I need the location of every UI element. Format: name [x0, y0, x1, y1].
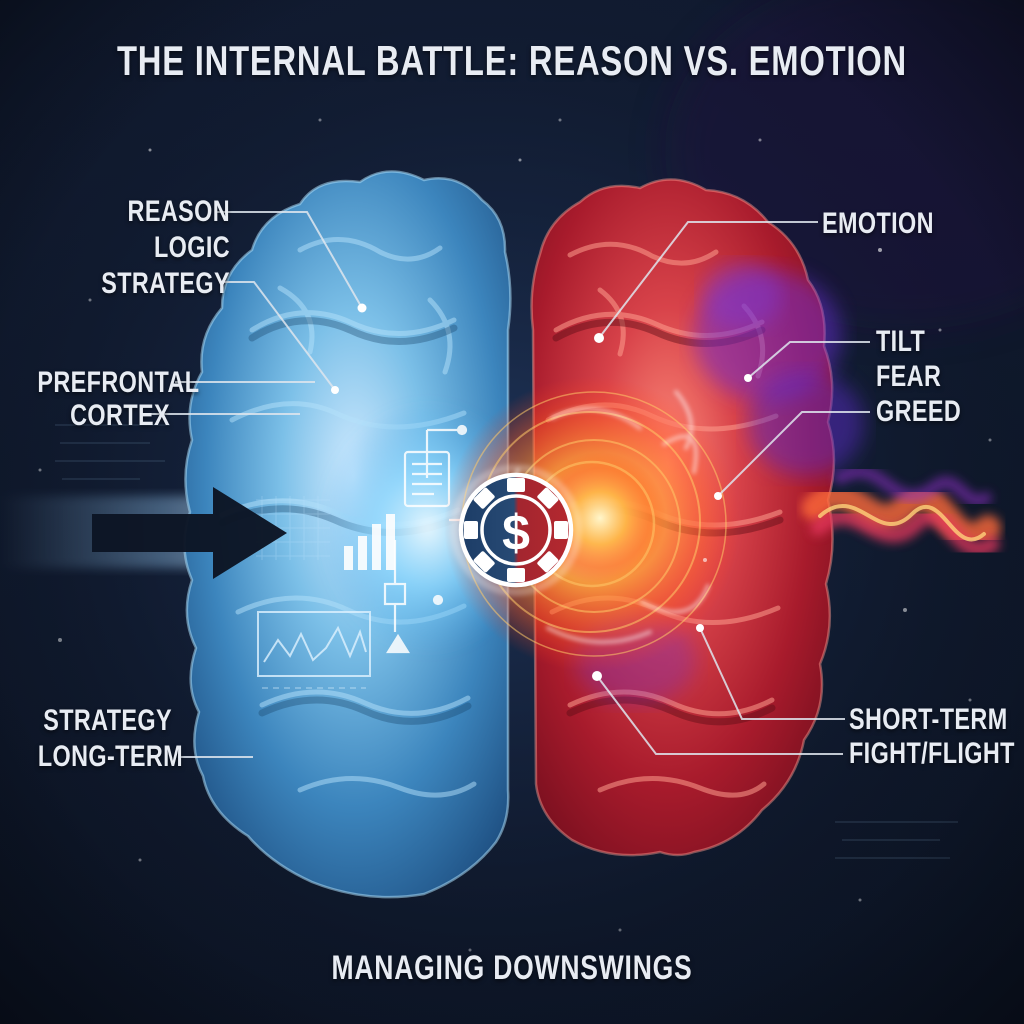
- label-line: STRATEGY: [101, 267, 230, 300]
- label-line: REASON: [127, 195, 230, 228]
- label-line: STRATEGY: [43, 704, 172, 737]
- label-prefrontal-cortex: PREFRONTAL CORTEX: [37, 366, 200, 432]
- label-line: CORTEX: [70, 399, 170, 432]
- page-title: THE INTERNAL BATTLE: REASON VS. EMOTION: [117, 37, 907, 84]
- label-line: SHORT-TERM: [849, 703, 1008, 736]
- label-strategy-long-term: STRATEGY LONG-TERM: [37, 703, 184, 775]
- label-tilt-fear-greed: TILT FEAR GREED: [876, 324, 961, 429]
- label-line: PREFRONTAL: [37, 366, 200, 399]
- label-line: FEAR: [876, 360, 942, 393]
- label-line: EMOTION: [822, 207, 934, 240]
- label-line: LOGIC: [153, 231, 230, 264]
- label-line: FIGHT/FLIGHT: [849, 737, 1015, 770]
- label-line: TILT: [876, 325, 926, 358]
- label-line: LONG-TERM: [37, 740, 184, 773]
- label-short-term-fight-flight: SHORT-TERM FIGHT/FLIGHT: [849, 703, 1015, 771]
- label-line: GREED: [876, 395, 962, 428]
- footer-caption: MANAGING DOWNSWINGS: [331, 949, 693, 987]
- label-emotion: EMOTION: [822, 206, 934, 242]
- label-reason-logic-strategy: REASON LOGIC STRATEGY: [51, 194, 230, 302]
